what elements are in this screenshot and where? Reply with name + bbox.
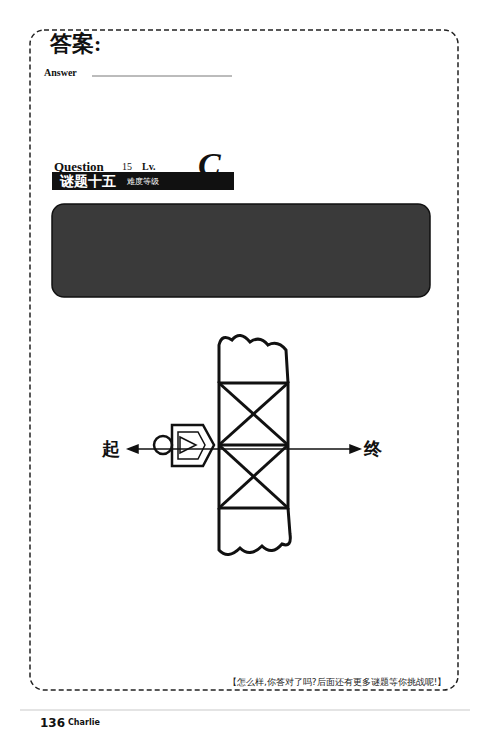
answer-heading: 答案: bbox=[50, 33, 101, 55]
answer-subheading: Answer bbox=[44, 68, 77, 78]
footer-note: 【怎么样,你答对了吗?后面还有更多谜题等你挑战呢!】 bbox=[228, 678, 446, 687]
question-number: 15 bbox=[122, 162, 132, 172]
book-name: Charlie bbox=[68, 719, 100, 727]
bridge-structure bbox=[219, 335, 290, 554]
start-label: 起 bbox=[102, 440, 120, 458]
end-label: 终 bbox=[364, 440, 382, 458]
footer-rule bbox=[20, 710, 470, 711]
page-border bbox=[30, 30, 458, 690]
level-letter: C bbox=[198, 148, 221, 182]
page-number: 136 bbox=[40, 717, 65, 729]
hidden-question-panel bbox=[52, 204, 430, 297]
question-word: Question bbox=[54, 160, 104, 173]
direction-arrow bbox=[128, 445, 360, 453]
difficulty-label: 难度等级 bbox=[127, 178, 159, 186]
level-word: Lv. bbox=[142, 162, 156, 172]
question-title: 谜题十五 bbox=[60, 174, 116, 188]
answer-underline bbox=[92, 76, 232, 77]
figure-symbol bbox=[154, 425, 214, 466]
